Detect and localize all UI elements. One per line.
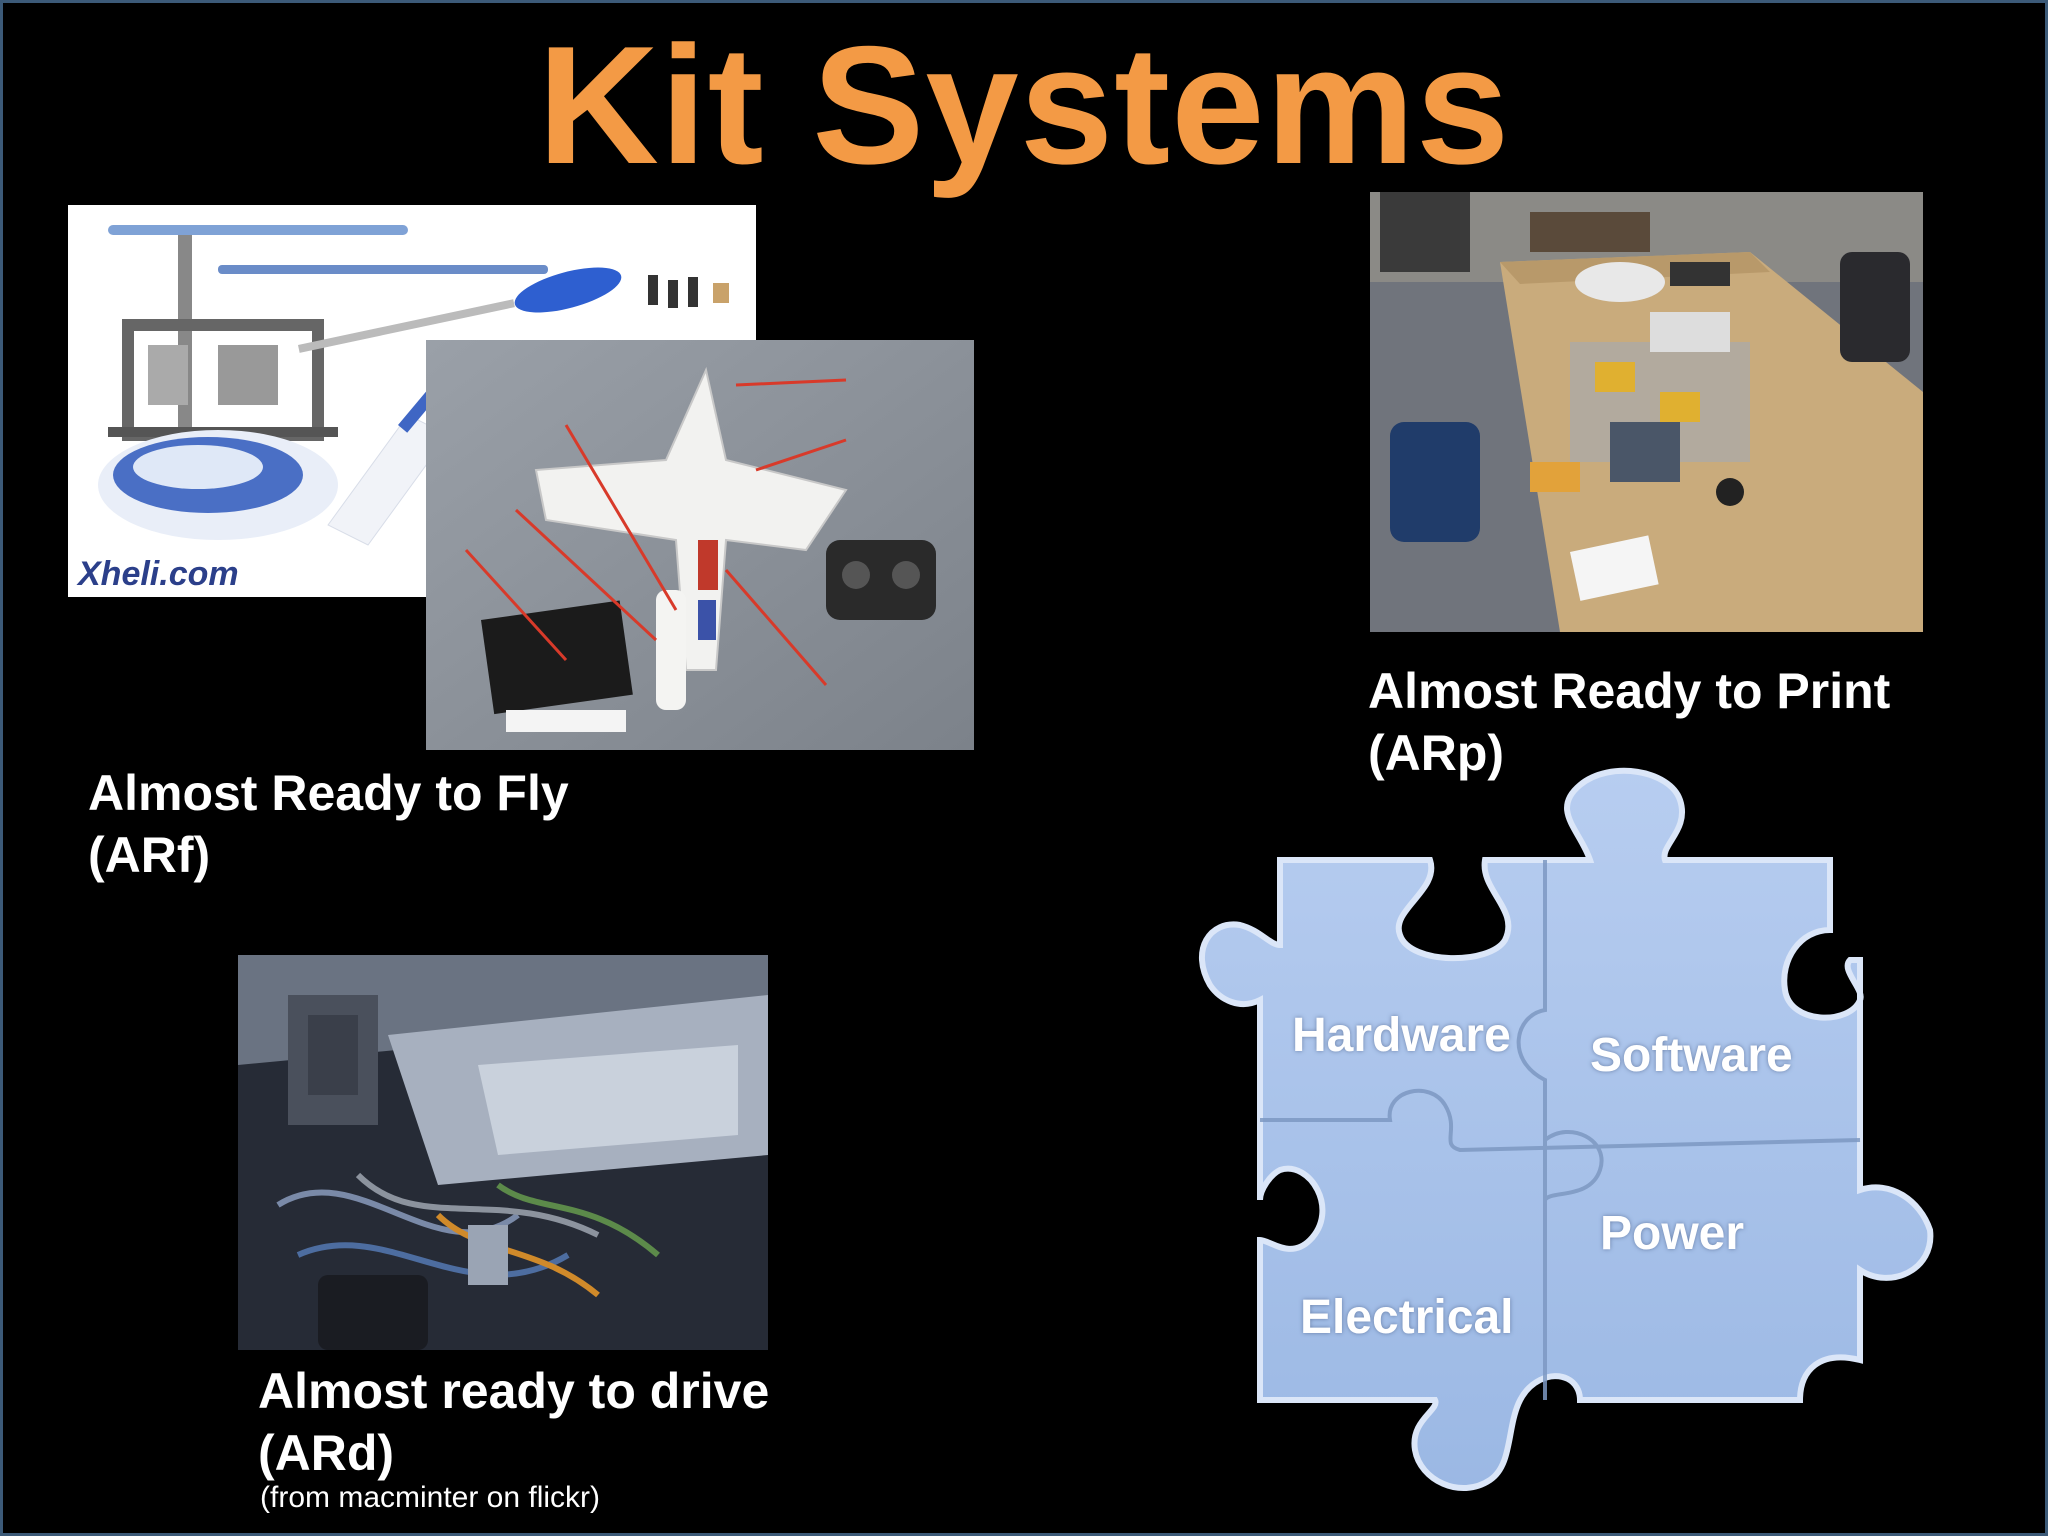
arf-caption: Almost Ready to Fly (ARf) bbox=[88, 762, 569, 886]
ard-photo-credit: (from macminter on flickr) bbox=[260, 1481, 601, 1514]
helicopter-kit-photo: Xheli.com bbox=[68, 205, 756, 597]
puzzle-piece-power: Power bbox=[1600, 1207, 1745, 1260]
puzzle-piece-hardware: Hardware bbox=[1292, 1009, 1511, 1062]
arp-caption: Almost Ready to Print (ARp) bbox=[1368, 660, 1890, 784]
arf-caption-title: Almost Ready to Fly bbox=[88, 765, 569, 821]
arp-caption-abbr: (ARp) bbox=[1368, 725, 1505, 781]
ard-caption-abbr: (ARd) bbox=[258, 1425, 395, 1481]
puzzle-graphic: Hardware Software Electrical Power bbox=[1160, 760, 1940, 1500]
printer-kit-photo bbox=[1370, 192, 1923, 632]
arp-caption-title: Almost Ready to Print bbox=[1368, 663, 1891, 719]
airplane-kit-photo bbox=[426, 340, 974, 750]
puzzle-piece-software: Software bbox=[1590, 1029, 1793, 1082]
ard-caption: Almost ready to drive (ARd) bbox=[258, 1360, 769, 1484]
ard-caption-title: Almost ready to drive bbox=[258, 1363, 770, 1419]
puzzle-shape bbox=[1198, 767, 1934, 1492]
car-wiring-photo bbox=[238, 955, 768, 1350]
slide-title: Kit Systems bbox=[537, 11, 1511, 199]
puzzle-piece-electrical: Electrical bbox=[1300, 1291, 1514, 1344]
arf-caption-abbr: (ARf) bbox=[88, 827, 211, 883]
xheli-logo: Xheli.com bbox=[76, 555, 239, 593]
